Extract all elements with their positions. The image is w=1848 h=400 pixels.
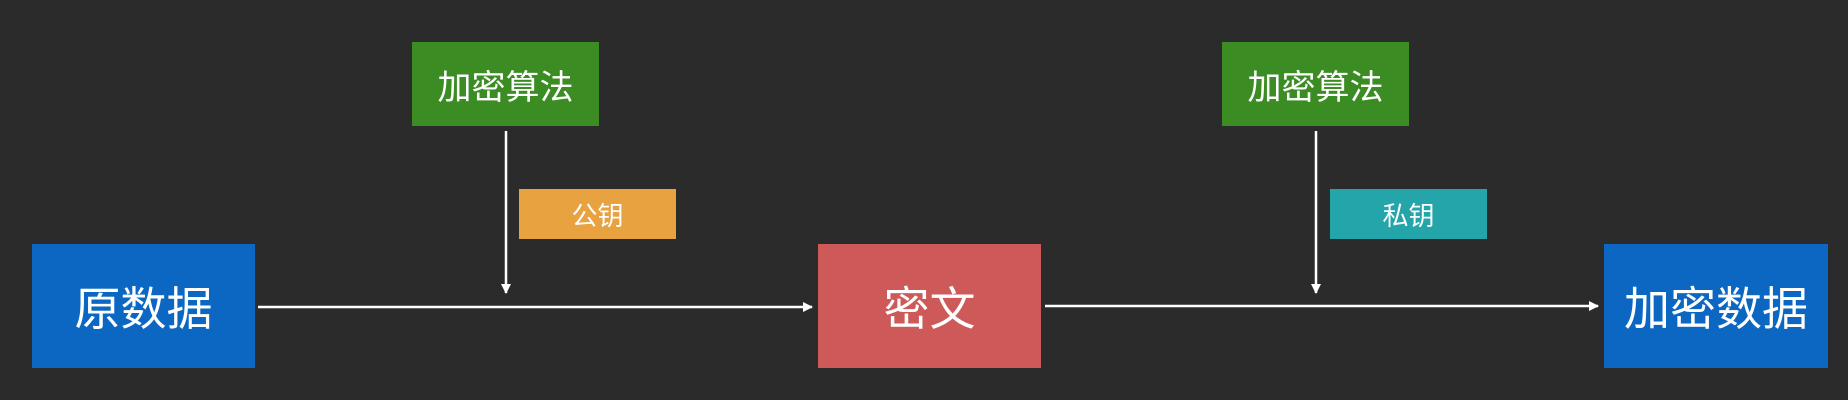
- algorithm-box-right: 加密算法: [1222, 42, 1409, 126]
- ciphertext-box: 密文: [818, 244, 1041, 368]
- encrypted-data-box: 加密数据: [1604, 244, 1828, 368]
- public-key-tag: 公钥: [519, 189, 676, 239]
- algorithm-box-left: 加密算法: [412, 42, 599, 126]
- private-key-tag: 私钥: [1330, 189, 1487, 239]
- plain-data-box: 原数据: [32, 244, 255, 368]
